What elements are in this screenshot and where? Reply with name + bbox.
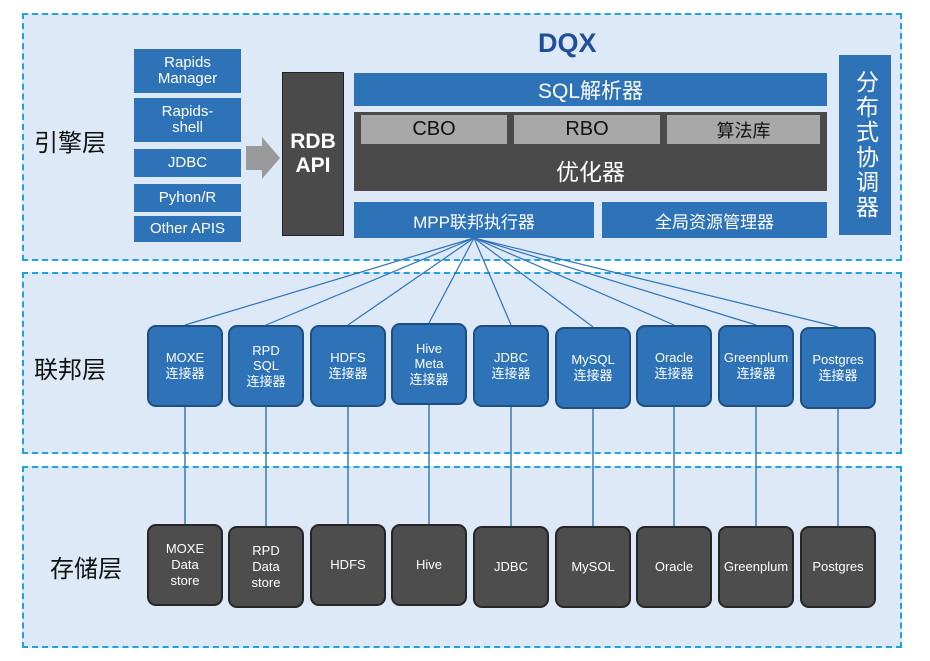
store-oracle: Oracle [636,526,712,608]
fan-line [184,237,475,326]
store-hdfs: HDFS [310,524,386,606]
store-rpd: RPD Data store [228,526,304,608]
connector-hdfs: HDFS 连接器 [310,325,386,407]
store-postgres: Postgres [800,526,876,608]
api-rapids-shell: Rapids- shell [134,98,241,142]
optimizer-rbo: RBO [514,115,660,144]
rdb-api-label: RDB API [290,129,336,177]
api-rapids-manager: Rapids Manager [134,49,241,93]
engine-layer-label: 引擎层 [34,129,106,157]
optimizer-label: 优化器 [556,159,625,185]
fan-line [473,237,594,328]
fan-line [473,237,839,328]
arrow-icon [246,137,280,179]
store-mysql: MySOL [555,526,631,608]
connector-jdbc: JDBC 连接器 [473,325,549,407]
mpp-executor-box: MPP联邦执行器 [354,202,594,238]
coordinator-label: 分布式协调器 [852,70,879,220]
connector-rpd-sql: RPD SQL 连接器 [228,325,304,407]
sql-parser-box: SQL解析器 [354,73,827,106]
fan-line [428,237,475,324]
store-jdbc: JDBC [473,526,549,608]
store-hive: Hive [391,524,467,606]
storage-layer-label: 存储层 [50,555,122,583]
fan-line [473,237,675,326]
optimizer-algorithm-library: 算法库 [667,115,820,144]
store-greenplum: Greenplum [718,526,794,608]
federation-layer-label: 联邦层 [34,356,106,384]
coordinator-box: 分布式协调器 [839,55,891,235]
connector-greenplum: Greenplum 连接器 [718,325,794,407]
connector-hive-meta: Hive Meta 连接器 [391,323,467,405]
fan-line [347,237,475,326]
fan-line [473,237,512,326]
rdb-api-box: RDB API [282,72,344,236]
optimizer-cbo: CBO [361,115,507,144]
resource-manager-box: 全局资源管理器 [602,202,827,238]
fan-line [265,237,475,326]
diagram-title: DQX [538,28,597,58]
connector-moxe: MOXE 连接器 [147,325,223,407]
fan-line [473,237,757,326]
connector-mysql: MySQL 连接器 [555,327,631,409]
connector-postgres: Postgres 连接器 [800,327,876,409]
connector-oracle: Oracle 连接器 [636,325,712,407]
api-jdbc: JDBC [134,149,241,177]
store-moxe: MOXE Data store [147,524,223,606]
api-other: Other APIS [134,216,241,242]
api-python-r: Pyhon/R [134,184,241,212]
